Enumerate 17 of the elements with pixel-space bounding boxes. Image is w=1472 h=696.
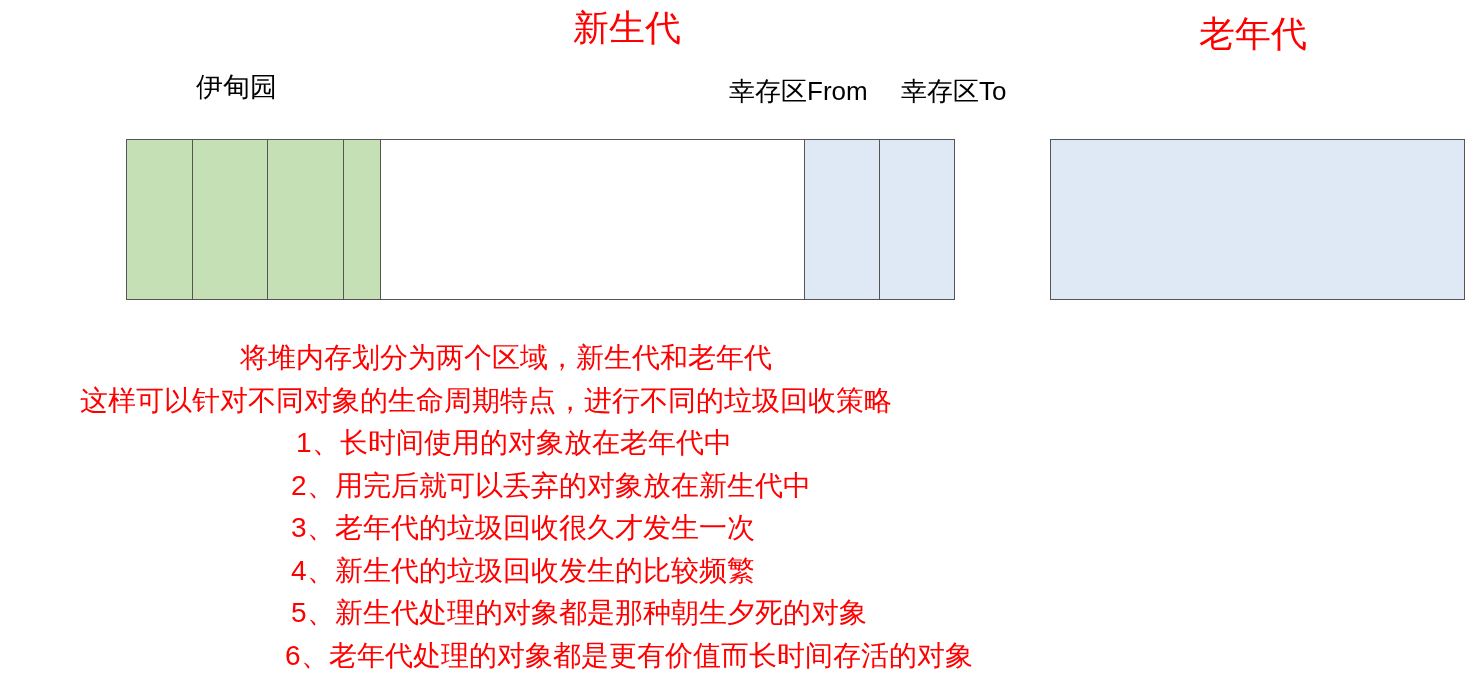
- note-text: 6、老年代处理的对象都是更有价值而长时间存活的对象: [285, 642, 973, 670]
- note-text: 5、新生代处理的对象都是那种朝生夕死的对象: [291, 599, 867, 627]
- region-label: 伊甸园: [196, 74, 277, 101]
- note-text: 3、老年代的垃圾回收很久才发生一次: [291, 514, 755, 542]
- note-text: 1、长时间使用的对象放在老年代中: [296, 429, 732, 457]
- note-text: 4、新生代的垃圾回收发生的比较频繁: [291, 557, 755, 585]
- note-text: 这样可以针对不同对象的生命周期特点，进行不同的垃圾回收策略: [80, 387, 892, 415]
- region-heading: 幸存区From: [729, 78, 868, 104]
- region-heading: 幸存区To: [901, 78, 1007, 104]
- eden-cell: [192, 139, 268, 300]
- region-heading: 新生代: [573, 10, 681, 46]
- note-text: 2、用完后就可以丢弃的对象放在新生代中: [291, 472, 811, 500]
- region-heading: 老年代: [1199, 16, 1307, 52]
- eden-cell: [267, 139, 344, 300]
- note-text: 将堆内存划分为两个区域，新生代和老年代: [240, 344, 772, 372]
- eden-cell: [343, 139, 381, 300]
- eden-cell: [126, 139, 193, 300]
